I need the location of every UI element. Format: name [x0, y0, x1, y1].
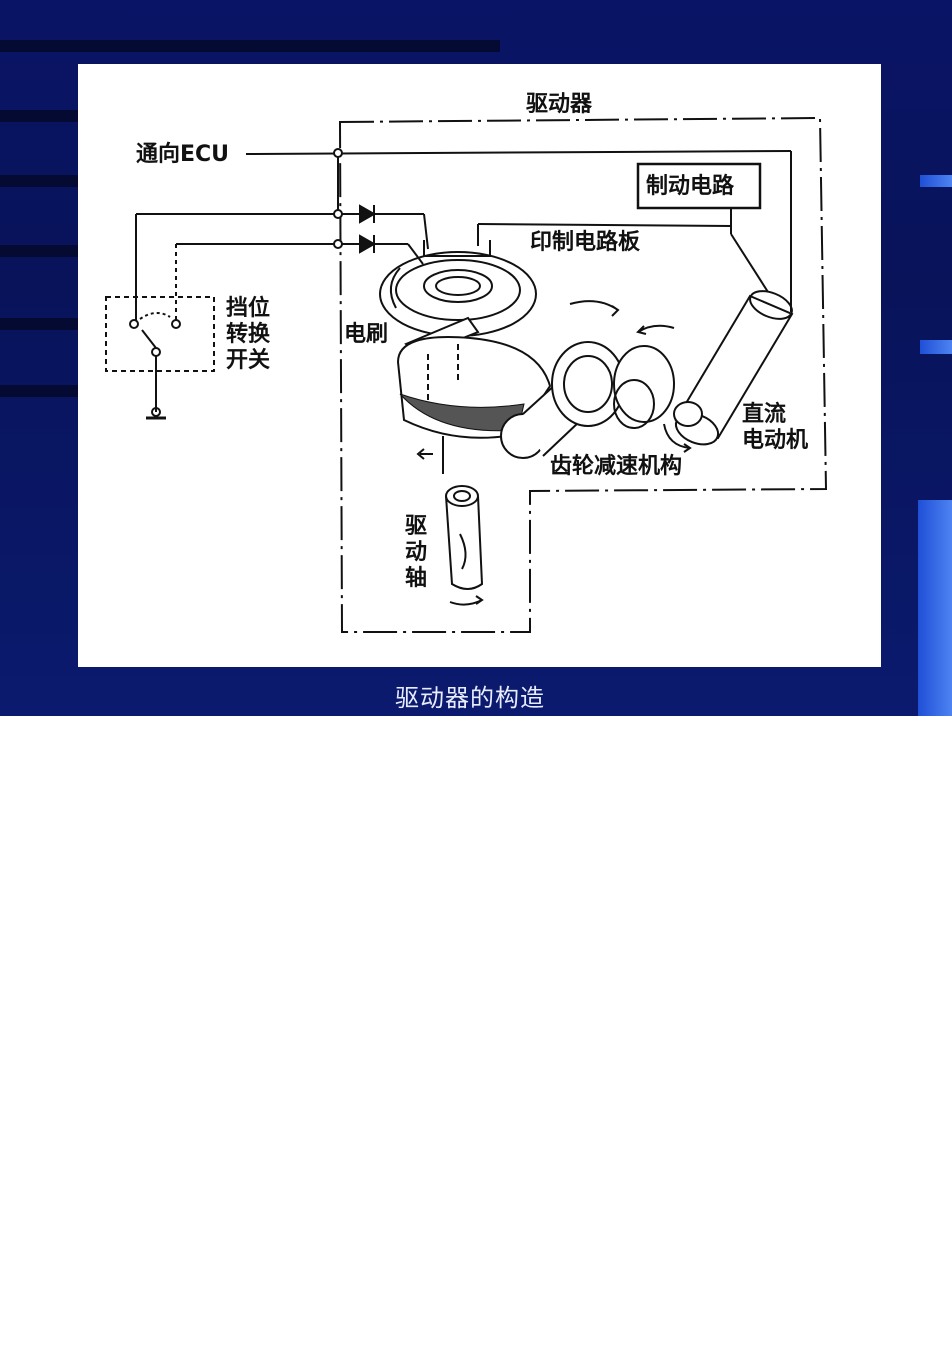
reducer-gear-1-inner: [563, 355, 613, 413]
driver-housing: [338, 116, 828, 633]
brake-circuit-box: [636, 162, 762, 210]
switch-arc: [139, 312, 171, 320]
pcb-wire: [477, 223, 732, 227]
diode-icon: [359, 234, 377, 254]
motor-pinion: [673, 401, 703, 427]
junction: [333, 239, 343, 249]
label-brake-circuit: 制动电路: [646, 174, 735, 199]
arrow-icon: [663, 423, 692, 453]
pcb-hole: [435, 276, 481, 296]
gear-switch-box: [105, 296, 215, 372]
pcb-lead: [423, 213, 429, 250]
drive-shaft-top: [445, 485, 479, 507]
label-drive-shaft: 驱动轴: [404, 514, 427, 591]
label-gear-reducer: 齿轮减速机构: [550, 454, 683, 479]
actuator-diagram: [105, 116, 828, 633]
decor-right-bar: [918, 500, 952, 716]
decor-stripe: [0, 385, 78, 397]
slide-background: 驱动器 通向ECU 制动电路 印制电路板 挡位 转换 开关 电刷 直流 电动机 …: [0, 0, 952, 716]
brake-wire: [730, 233, 769, 293]
decor-stripe: [0, 110, 78, 122]
decor-stripe: [0, 245, 78, 257]
switch-pivot: [151, 347, 161, 357]
slide-caption: 驱动器的构造: [395, 684, 545, 712]
label-dc-motor-2: 电动机: [742, 428, 809, 453]
junction: [333, 209, 343, 219]
drive-shaft: [445, 495, 484, 590]
dc-motor-end: [749, 290, 793, 320]
switch-contact: [171, 319, 181, 329]
label-dc-motor-1: 直流: [742, 402, 787, 427]
label-to-ecu: 通向ECU: [136, 142, 230, 167]
pcb-tab: [423, 240, 491, 257]
decor-stripe: [0, 318, 78, 330]
decor-right-bar: [920, 175, 952, 187]
arrow-icon: [416, 448, 433, 460]
junction: [333, 148, 343, 158]
switch-lever: [141, 329, 157, 349]
ground-node: [151, 407, 161, 417]
drive-shaft-slot: [459, 533, 467, 570]
pcb-lead: [407, 243, 424, 265]
label-gear-switch-2: 转换: [226, 322, 271, 347]
arrow-icon: [449, 595, 484, 606]
arrow-icon: [569, 300, 620, 317]
label-brush: 电刷: [344, 322, 389, 347]
diagram-panel: 驱动器 通向ECU 制动电路 印制电路板 挡位 转换 开关 电刷 直流 电动机 …: [78, 64, 881, 667]
label-gear-switch-3: 开关: [226, 348, 271, 373]
switch-contact: [129, 319, 139, 329]
arrow-icon: [636, 324, 675, 335]
diode-icon: [359, 204, 377, 224]
drive-shaft-bore: [453, 490, 471, 502]
decor-stripe: [0, 40, 500, 52]
decor-stripe: [0, 175, 78, 187]
pcb-edge: [389, 267, 401, 309]
decor-right-bar: [920, 340, 952, 354]
label-pcb: 印制电路板: [530, 230, 641, 255]
ecu-wire: [245, 150, 792, 155]
pcb-track: [395, 259, 521, 321]
reducer-gear-2-inner: [613, 379, 655, 429]
label-gear-switch-1: 挡位: [226, 296, 271, 321]
label-driver: 驱动器: [526, 92, 593, 117]
pcb-track: [423, 269, 493, 303]
